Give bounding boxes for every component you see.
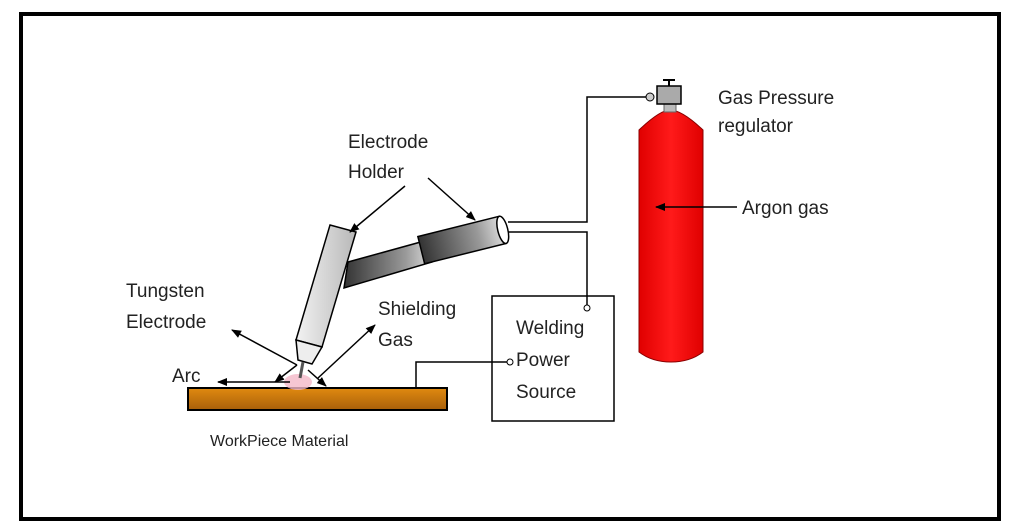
gas-pressure-regulator xyxy=(656,85,682,105)
torch-grip xyxy=(416,215,510,265)
frame-border xyxy=(19,12,1001,521)
tungsten-arrow xyxy=(274,364,298,383)
tungsten-electrode xyxy=(298,361,305,379)
argon-cylinder xyxy=(638,109,704,363)
shielding-label-2: Gas xyxy=(378,330,413,351)
power-label-3: Source xyxy=(516,382,576,403)
workpiece-label: WorkPiece Material xyxy=(210,433,348,450)
torch-nozzle xyxy=(295,338,324,365)
torch-handle-neck xyxy=(343,239,433,290)
holder-arrow xyxy=(349,185,406,233)
shielding-arrow xyxy=(317,324,376,379)
terminal xyxy=(506,358,514,366)
regulator-outlet xyxy=(645,92,655,102)
power-label-1: Welding xyxy=(516,318,584,339)
argon-label: Argon gas xyxy=(742,198,829,219)
power-label-2: Power xyxy=(516,350,571,371)
electrode-holder-label-1: Electrode xyxy=(348,132,428,153)
power-cable xyxy=(508,231,588,305)
terminal xyxy=(583,304,591,312)
holder-arrow xyxy=(427,177,476,221)
shielding-label-1: Shielding xyxy=(378,299,456,320)
tungsten-arrow xyxy=(231,329,298,366)
electrode-holder-label-2: Holder xyxy=(348,162,405,183)
tungsten-label-2: Electrode xyxy=(126,312,206,333)
arc-label: Arc xyxy=(172,366,201,387)
gas-pressure-label-1: Gas Pressure xyxy=(718,88,834,109)
welding-power-source xyxy=(491,295,615,422)
gas-pressure-label-2: regulator xyxy=(718,116,794,137)
shielding-arrow xyxy=(307,369,327,387)
tungsten-label-1: Tungsten xyxy=(126,281,205,302)
arc-glow xyxy=(284,374,312,390)
workpiece xyxy=(187,387,448,411)
ground-cable xyxy=(415,361,507,388)
gas-hose xyxy=(508,96,648,223)
